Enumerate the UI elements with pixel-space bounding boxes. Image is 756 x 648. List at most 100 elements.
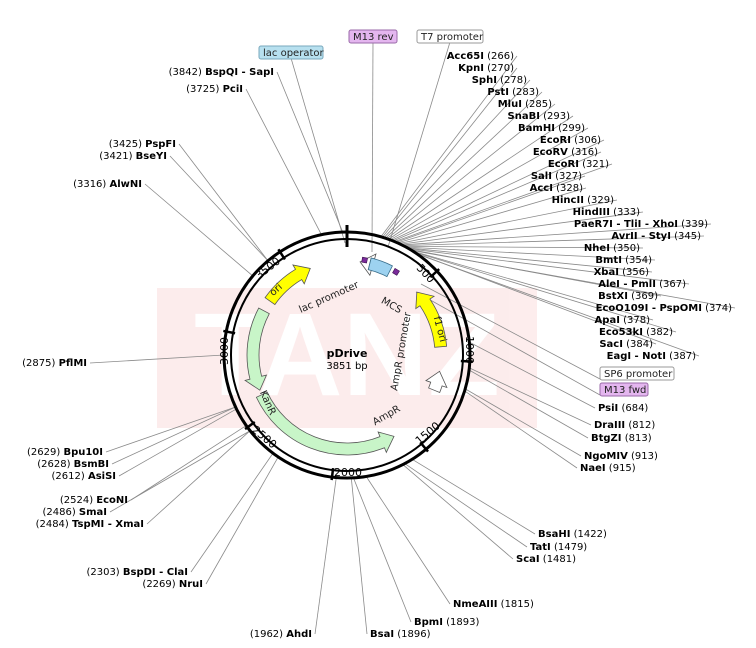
site-leader (469, 341, 596, 409)
leader-lines (89, 41, 736, 635)
site-label: HindIII (333) (573, 207, 640, 218)
site-label: (3725) PciI (186, 84, 243, 95)
site-leader (403, 235, 705, 247)
callout-sp6-promoter: SP6 promoter (604, 369, 673, 380)
site-leader (468, 369, 589, 439)
site-label: BsaI (1896) (370, 629, 431, 640)
site-leader (394, 163, 613, 242)
callout-leader (371, 41, 374, 253)
site-label: (2484) TspMI - XmaI (36, 519, 144, 530)
callout-box (599, 366, 675, 381)
site-label: NheI (350) (584, 243, 640, 254)
feature-f1-ori-arrow (415, 291, 448, 348)
site-label: ApaI (378) (595, 315, 651, 326)
site-label: AleI - PmlI (367) (598, 279, 686, 290)
scale-tick-label: 2000 (334, 466, 362, 479)
site-leader (111, 406, 236, 465)
site-leader (400, 211, 644, 245)
feature-kanr-arrow (244, 307, 270, 391)
site-label: DraIII (812) (594, 420, 655, 431)
scale-tick (419, 441, 429, 453)
site-leader (391, 139, 605, 241)
scale-tick-label: 3000 (218, 337, 231, 365)
site-leader (169, 155, 269, 262)
site-label: EcoRI (321) (548, 159, 609, 170)
site-label: NmeAIII (1815) (453, 599, 534, 610)
site-leader (130, 425, 247, 501)
site-label: (2486) SmaI (42, 507, 107, 518)
site-leader (89, 354, 225, 364)
site-leader (401, 223, 712, 246)
site-leader (412, 250, 654, 321)
site-label: (2269) NruI (142, 579, 203, 590)
plasmid-name: pDrive (327, 347, 368, 360)
site-leader (144, 183, 254, 277)
site-label: (2629) Bpu10I (27, 447, 103, 458)
site-leader (146, 430, 251, 525)
site-label: ScaI (1481) (516, 554, 576, 565)
callout-leader (290, 57, 346, 244)
site-label: EcoRI (306) (540, 135, 601, 146)
site-leader (406, 246, 656, 261)
site-leader (414, 251, 677, 333)
site-label: PsiI (684) (598, 403, 648, 414)
site-label: NaeI (915) (580, 463, 636, 474)
plasmid-size: 3851 bp (326, 361, 367, 372)
site-leader (397, 187, 587, 244)
site-leader (465, 388, 582, 457)
site-leader (190, 453, 274, 573)
site-label: AccI (328) (530, 183, 583, 194)
site-leader (411, 458, 536, 535)
site-label: BmtI (354) (595, 255, 652, 266)
callout-box (348, 29, 398, 44)
site-leader (178, 143, 269, 262)
scale-tick-label: 3500 (253, 255, 283, 282)
site-label: EagI - NotI (387) (607, 351, 696, 362)
scale-tick (429, 268, 441, 279)
site-label: BsaHI (1422) (538, 529, 607, 540)
site-label: (2875) PflMI (22, 358, 87, 369)
site-label: BamHI (299) (518, 123, 585, 134)
site-label: HincII (329) (552, 195, 614, 206)
site-leader (389, 127, 589, 241)
site-leader (276, 71, 344, 233)
site-label: (2628) BsmBI (37, 459, 109, 470)
site-label: SphI (278) (472, 75, 527, 86)
scale-tick (223, 329, 236, 335)
site-label: SacI (384) (599, 339, 653, 350)
site-leader (118, 408, 237, 477)
scale-tick-label: 500 (414, 262, 438, 286)
feature-ampr-promoter-arrow (425, 370, 448, 393)
site-label: NgoMIV (913) (584, 451, 658, 462)
site-leader (383, 79, 531, 238)
site-label: Eco53kI (382) (599, 327, 673, 338)
m13-fwd-mark (392, 267, 400, 276)
site-label: BstXI (369) (598, 291, 658, 302)
watermark-text: TANZ (194, 289, 500, 421)
restriction-sites: Acc65I (266)KpnI (270)SphI (278)PstI (28… (22, 51, 732, 640)
site-leader (408, 248, 690, 285)
site-label: EcoRV (316) (533, 147, 598, 158)
site-label: (2303) BspDI - ClaI (86, 567, 188, 578)
scale-tick (460, 359, 473, 363)
callout-box (416, 29, 484, 44)
callout-leader (387, 41, 451, 248)
site-leader (385, 91, 543, 239)
callout-box (599, 382, 649, 397)
callout-leader (420, 283, 601, 380)
site-label: (1962) AhdI (250, 629, 312, 640)
callout-leader (415, 291, 601, 396)
site-leader (404, 463, 528, 548)
site-label: (2524) EcoNI (60, 495, 128, 506)
site-leader (205, 456, 279, 585)
feature-ampr-arrow (255, 391, 395, 456)
site-label: (3425) PspFI (109, 139, 176, 150)
feature-ori-arrow (264, 264, 311, 306)
site-leader (109, 430, 251, 513)
watermark: TANZ (157, 288, 537, 428)
site-label: XbaI (356) (594, 267, 650, 278)
site-label: MluI (285) (498, 99, 552, 110)
site-leader (392, 151, 602, 242)
site-label: Acc65I (266) (447, 51, 514, 62)
site-leader (382, 67, 518, 238)
